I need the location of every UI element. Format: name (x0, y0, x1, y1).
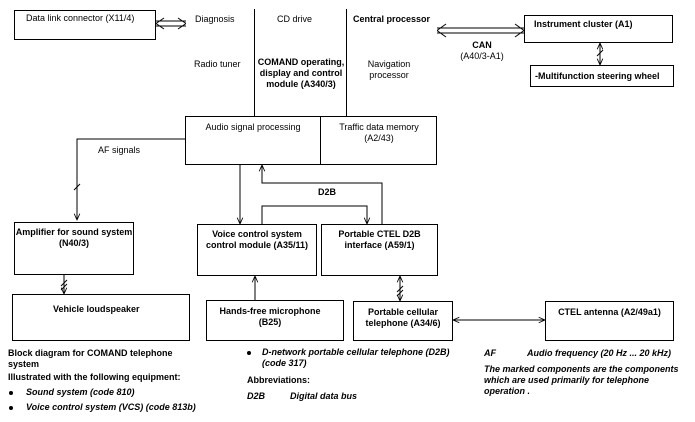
ctel-to-audio-line (262, 165, 383, 224)
equipment-item-phone: D-network portable cellular telephone (D… (262, 347, 450, 368)
data-link-connection (155, 17, 187, 30)
ctel-interface-label: Portable CTEL D2B interface (A59/1) (338, 229, 421, 250)
central-processor-cell: Central processor (346, 9, 437, 53)
d2b-label: D2B (318, 187, 337, 197)
can-bus-connection (436, 23, 525, 38)
cellular-phone-box: Portable cellular telephone (A34/6) (353, 301, 453, 341)
bullet-icon (9, 391, 13, 395)
cd-drive-cell: CD drive (254, 9, 346, 53)
loudspeaker-label: Vehicle loudspeaker (53, 304, 140, 314)
amplifier-loudspeaker-line (60, 275, 68, 294)
traffic-memory-label: Traffic data memory (A2/43) (339, 122, 419, 143)
bullet-icon (247, 351, 251, 355)
navigation-cell: Navigation processor (346, 53, 437, 116)
loudspeaker-box: Vehicle loudspeaker (12, 294, 190, 341)
instrument-cluster-label: Instrument cluster (A1) (534, 19, 633, 29)
microphone-box: Hands-free microphone (B25) (206, 300, 344, 341)
amplifier-box: Amplifier for sound system (N40/3) (14, 222, 134, 275)
comand-label: COMAND operating, display and control mo… (257, 57, 345, 89)
d2b-abbreviation: D2B (247, 391, 266, 401)
steering-wheel-label: -Multifunction steering wheel (535, 71, 660, 81)
abbreviations-heading: Abbreviations: (247, 375, 311, 385)
data-link-connector-box: Data link connector (X11/4) (14, 10, 156, 40)
cellular-ctel-connection (396, 276, 404, 301)
antenna-box: CTEL antenna (A2/49a1) (545, 301, 674, 341)
navigation-label: Navigation processor (367, 59, 411, 80)
cellular-phone-label: Portable cellular telephone (A34/6) (365, 307, 441, 328)
d2b-link-line (261, 205, 367, 224)
amplifier-label: Amplifier for sound system (N40/3) (15, 227, 133, 248)
data-link-connector-label: Data link connector (X11/4) (26, 13, 135, 23)
diagnosis-cell: Diagnosis (186, 9, 254, 53)
instrument-cluster-box: Instrument cluster (A1) (524, 15, 673, 43)
voice-control-label: Voice control system control module (A35… (205, 229, 309, 250)
radio-tuner-label: Radio tuner (194, 59, 241, 69)
af-signals-label: AF signals (98, 145, 141, 155)
bullet-icon (9, 406, 13, 410)
can-label: CAN (472, 40, 492, 50)
equipment-intro: Illustrated with the following equipment… (8, 372, 181, 382)
af-abbreviation: AF (484, 348, 496, 358)
diagnosis-label: Diagnosis (195, 14, 235, 24)
steering-wheel-box: -Multifunction steering wheel (530, 65, 674, 87)
audio-processing-label: Audio signal processing (205, 122, 301, 132)
cd-drive-label: CD drive (277, 14, 313, 24)
audio-traffic-box (185, 116, 437, 165)
can-code-label: (A40/3-A1) (460, 51, 504, 61)
microphone-label: Hands-free microphone (B25) (219, 306, 321, 327)
central-processor-label: Central processor (352, 14, 431, 24)
caption-title: Block diagram for COMAND telephone syste… (8, 348, 173, 369)
voice-control-box: Voice control system control module (A35… (197, 224, 317, 276)
cluster-wheel-connection (596, 43, 604, 65)
radio-tuner-cell: Radio tuner (186, 53, 254, 116)
ctel-interface-box: Portable CTEL D2B interface (A59/1) (321, 224, 438, 276)
antenna-label: CTEL antenna (A2/49a1) (558, 307, 661, 317)
af-signal-line (73, 138, 185, 220)
d2b-definition: Digital data bus (290, 391, 358, 401)
comand-center-cell: COMAND operating, display and control mo… (254, 53, 346, 116)
marked-components-note: The marked components are the components… (484, 364, 679, 396)
equipment-item-vcs: Voice control system (VCS) (code 813b) (26, 402, 196, 412)
equipment-item-sound: Sound system (code 810) (26, 387, 135, 397)
audio-traffic-divider (320, 116, 321, 165)
af-definition: Audio frequency (20 Hz ... 20 kHz) (527, 348, 672, 358)
